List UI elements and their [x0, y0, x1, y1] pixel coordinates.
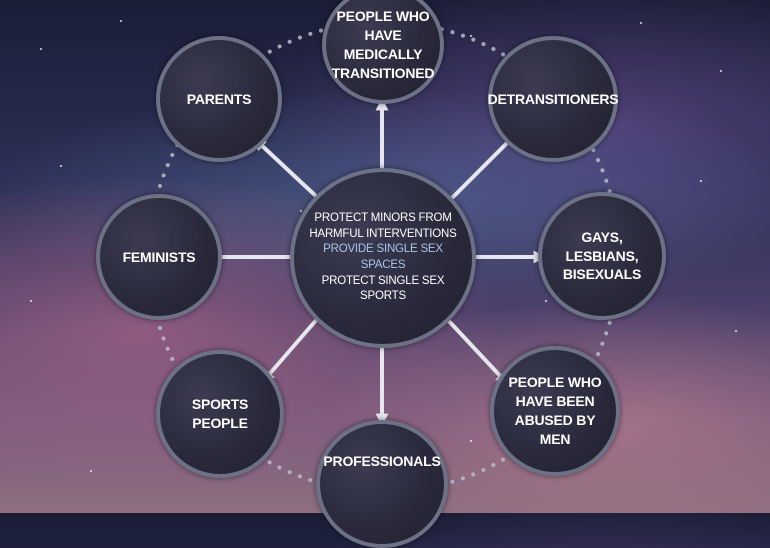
node-professionals: PROFESSIONALS: [316, 420, 448, 548]
goal-single-sex-sports: PROTECT SINGLE SEX SPORTS: [321, 274, 445, 303]
node-feminists: FEMINISTS: [96, 194, 222, 320]
node-label: PARENTS: [186, 90, 252, 107]
arrow-detransitioners: [450, 133, 517, 200]
node-parents: PARENTS: [156, 36, 282, 162]
arrow-sports: [261, 316, 320, 383]
arrow-parents: [253, 137, 320, 200]
node-medically-transitioned: PEOPLE WHO HAVE MEDICALLY TRANSITIONED: [322, 0, 444, 104]
node-detransitioners: DETRANSITIONERS: [488, 36, 619, 162]
goal-protect-minors: PROTECT MINORS FROM HARMFUL INTERVENTION…: [309, 212, 457, 240]
arrow-abused: [444, 316, 509, 385]
node-label: PEOPLE WHO HAVE BEEN ABUSED BY MEN: [508, 374, 602, 447]
node-sports-people: SPORTS PEOPLE: [156, 350, 284, 478]
node-gays-lesbians-bisexuals: GAYS, LESBIANS, BISEXUALS: [538, 192, 666, 320]
node-label: SPORTS PEOPLE: [191, 396, 249, 431]
goal-single-sex-spaces: PROVIDE SINGLE SEX SPACES: [323, 243, 443, 271]
node-label: GAYS, LESBIANS, BISEXUALS: [562, 228, 642, 283]
node-abused-by-men: PEOPLE WHO HAVE BEEN ABUSED BY MEN: [490, 346, 620, 476]
node-label: DETRANSITIONERS: [487, 90, 619, 107]
node-center-goals: PROTECT MINORS FROM HARMFUL INTERVENTION…: [290, 168, 476, 348]
node-label: FEMINISTS: [122, 248, 196, 265]
node-label: PROFESSIONALS: [323, 452, 441, 469]
node-label: PEOPLE WHO HAVE MEDICALLY TRANSITIONED: [331, 8, 435, 81]
